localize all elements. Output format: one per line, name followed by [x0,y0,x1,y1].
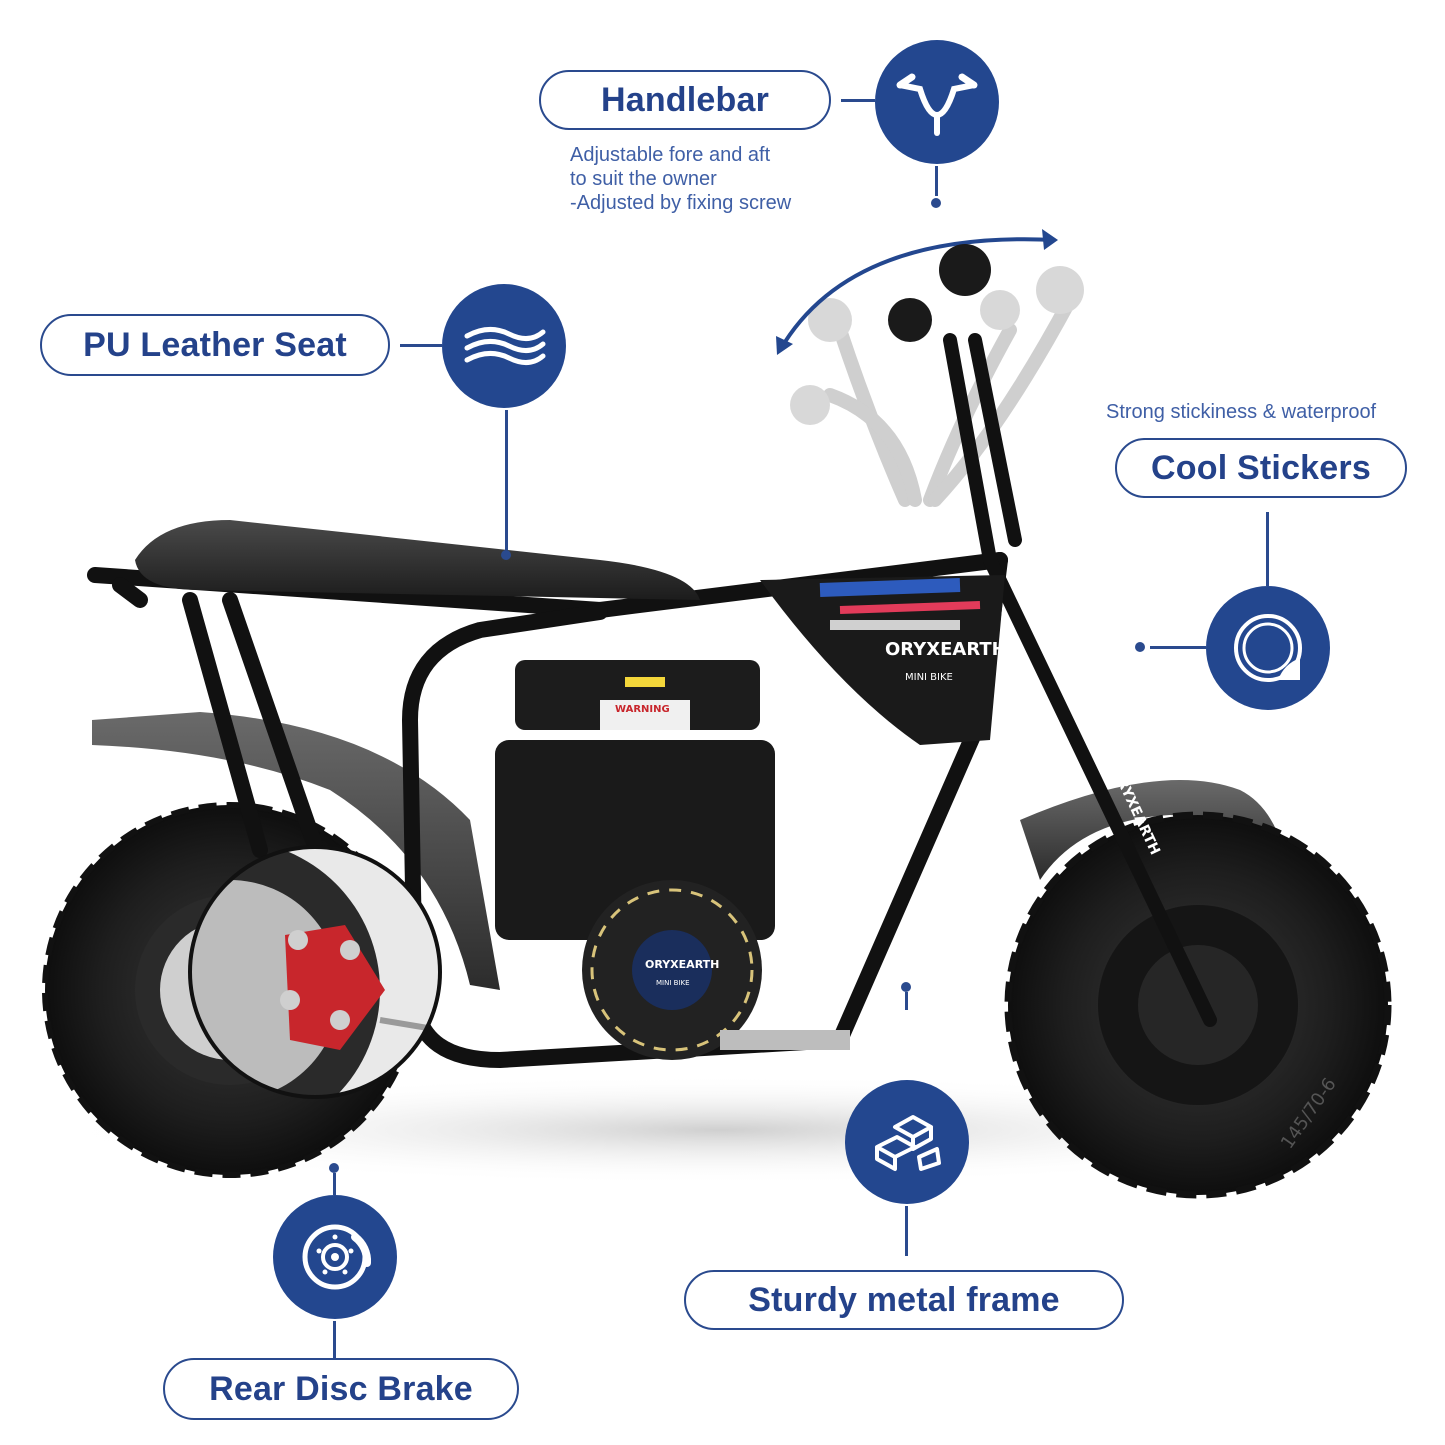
seat-connector-v [505,410,508,550]
handlebar-title: Handlebar [600,80,770,119]
brake-connector-dot [329,1163,339,1173]
ghost-handlebars [790,266,1084,507]
tank-brand: ORYXEARTH [885,639,1007,660]
frame-connector-dot [901,982,911,992]
handlebar-note-line-1: Adjustable fore and aft [570,144,771,166]
metal-bars-icon [875,1115,941,1171]
handlebar-icon-circle [875,40,999,164]
handlebar-note-line-3: -Adjusted by fixing screw [570,192,792,214]
disc-brake-icon [302,1224,372,1290]
handlebar-pill: Handlebar [539,70,831,130]
seat-icon-circle [442,284,566,408]
seat [135,520,700,600]
stickers-note: Strong stickiness & waterproof [1106,401,1377,423]
frame-pill: Sturdy metal frame [684,1270,1124,1330]
sticker-panel [760,575,1005,745]
stickers-connector-v [1266,512,1269,586]
engine-brand: ORYXEARTH [645,958,719,971]
rear-fender [92,712,500,990]
brake-pill: Rear Disc Brake [163,1358,519,1420]
sticker-peel-icon [1234,614,1302,682]
brake-connector-v [333,1321,336,1358]
seat-connector-h [400,344,442,347]
seat-cushion-icon [464,327,546,365]
stickers-connector-dot [1135,642,1145,652]
engine-model: MINI BIKE [656,979,690,987]
brake-title: Rear Disc Brake [209,1369,473,1408]
warning-label: WARNING [615,704,670,715]
handlebar-connector-v [935,166,938,196]
stickers-connector-h [1150,646,1206,649]
stickers-icon-circle [1206,586,1330,710]
handlebar-connector-dot [931,198,941,208]
adjust-arc-arrow [778,237,1056,352]
frame-connector-v [905,1206,908,1256]
frame-title: Sturdy metal frame [748,1280,1060,1319]
brake-icon-circle [273,1195,397,1319]
frame-connector-v-top [905,992,908,1010]
handlebar-grip-right [939,244,991,296]
handlebar-note-line-2: to suit the owner [570,168,717,190]
tank-model: MINI BIKE [905,672,953,683]
seat-connector-dot [501,550,511,560]
brake-zoom-inset [188,845,442,1099]
stickers-pill: Cool Stickers [1115,438,1407,498]
handlebar-note: Adjustable fore and aft to suit the owne… [570,143,870,215]
stickers-title: Cool Stickers [1151,448,1371,487]
seat-pill: PU Leather Seat [40,314,390,376]
seat-title: PU Leather Seat [83,325,347,364]
frame-icon-circle [845,1080,969,1204]
front-fork [943,333,1217,1027]
handlebar-connector-h [841,99,875,102]
engine: WARNING ORYXEARTH MINI BIKE [495,660,850,1060]
handlebar-icon [896,73,978,136]
handlebar-grip-left [888,298,932,342]
brake-connector-v-top [333,1173,336,1195]
front-fender [1020,780,1290,880]
